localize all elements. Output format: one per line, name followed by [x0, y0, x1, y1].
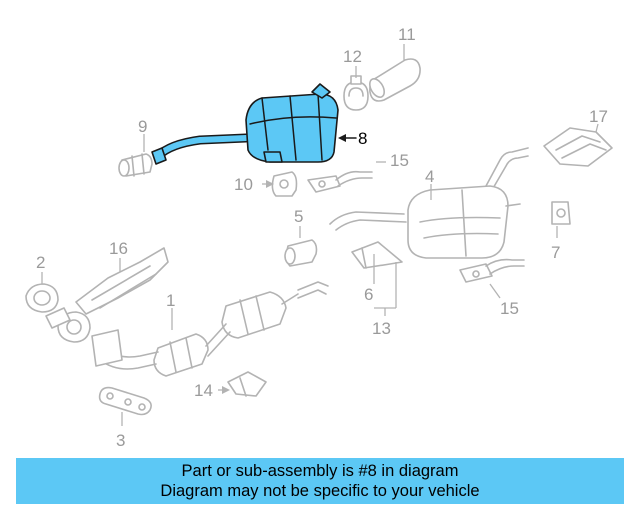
callout-2: 2 — [36, 253, 45, 272]
callout-11: 11 — [398, 25, 416, 44]
callout-4: 4 — [425, 167, 434, 186]
part-10-hanger[interactable] — [262, 171, 298, 197]
callout-13: 13 — [372, 319, 391, 338]
part-15-bracket-upper[interactable] — [307, 161, 386, 193]
part-8-rear-muffler[interactable] — [151, 83, 357, 165]
callout-10: 10 — [234, 175, 253, 194]
info-banner: Part or sub-assembly is #8 in diagram Di… — [16, 458, 624, 504]
callout-8: 8 — [358, 129, 367, 148]
part-15-bracket-lower[interactable] — [459, 258, 525, 299]
part-16-heat-shield[interactable] — [75, 247, 169, 315]
part-5-clamp[interactable] — [284, 226, 318, 267]
banner-line-1: Part or sub-assembly is #8 in diagram — [181, 462, 459, 480]
part-3-gasket[interactable] — [98, 386, 152, 426]
part-9-clamp[interactable] — [118, 134, 153, 177]
callout-9: 9 — [138, 117, 147, 136]
callout-5: 5 — [294, 207, 303, 226]
callout-6: 6 — [364, 285, 373, 304]
part-1-front-pipe[interactable] — [45, 281, 329, 377]
part-17-heat-shield[interactable] — [543, 123, 613, 167]
callout-16: 16 — [109, 239, 128, 258]
part-7-hanger[interactable] — [551, 201, 571, 238]
part-4-center-muffler[interactable] — [329, 147, 529, 259]
callout-7: 7 — [551, 243, 560, 262]
part-11-exhaust-tip[interactable] — [367, 44, 421, 102]
callout-15-lower: 15 — [500, 299, 519, 318]
callout-14: 14 — [194, 381, 213, 400]
exhaust-parts-diagram: 11 12 8 9 10 — [25, 25, 613, 450]
part-14-bracket[interactable] — [218, 371, 267, 397]
banner-line-2: Diagram may not be specific to your vehi… — [160, 482, 480, 500]
part-12-clamp[interactable] — [343, 66, 369, 111]
part-2-gasket[interactable] — [25, 272, 59, 313]
callout-1: 1 — [166, 291, 175, 310]
callout-15-upper: 15 — [390, 151, 409, 170]
callout-3: 3 — [116, 431, 125, 450]
callout-17: 17 — [589, 107, 608, 126]
callout-12: 12 — [343, 47, 362, 66]
part-6-bracket[interactable] — [351, 241, 403, 316]
